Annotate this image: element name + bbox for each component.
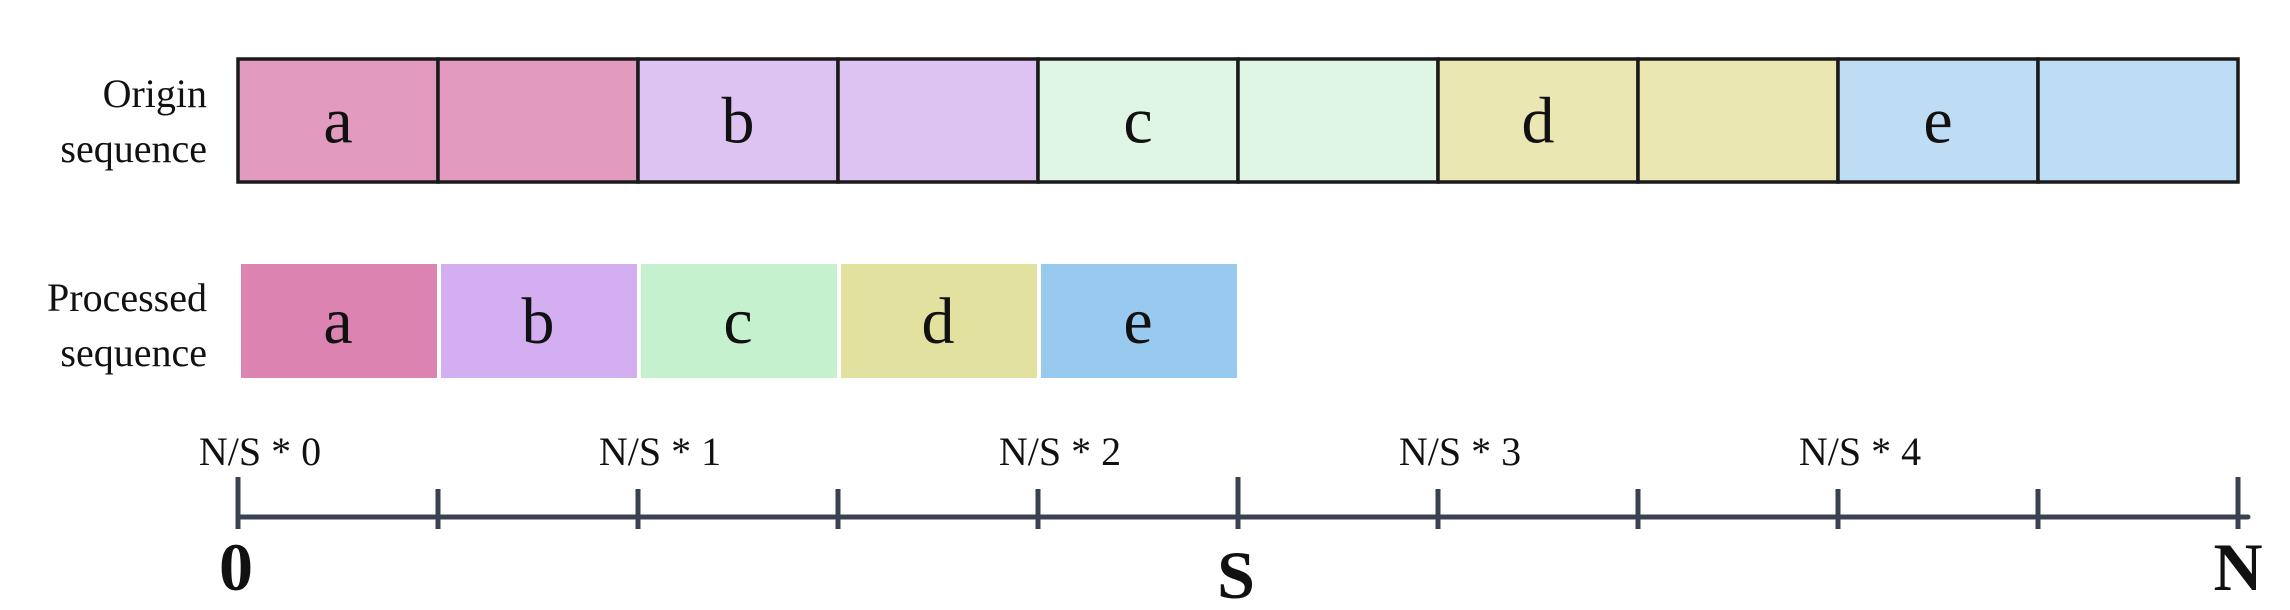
origin-cell <box>236 57 440 184</box>
processed-cell <box>241 264 437 378</box>
origin-label-line-1: Origin <box>103 71 207 116</box>
axis-marker-label: N/S * 1 <box>599 429 721 474</box>
axis-marker-labels: N/S * 0 N/S * 1 N/S * 2 N/S * 3 N/S * 4 <box>199 429 1921 474</box>
processed-cell-letter: a <box>323 285 352 358</box>
processed-cell <box>441 264 637 378</box>
axis-marker-label: N/S * 2 <box>999 429 1121 474</box>
axis-marker-label: N/S * 4 <box>1799 429 1921 474</box>
origin-cell <box>2036 57 2240 184</box>
processed-label-line-1: Processed <box>47 275 207 320</box>
origin-cell-letter: a <box>323 85 352 158</box>
origin-cell <box>1636 57 1840 184</box>
processed-cell-letter: e <box>1123 285 1152 358</box>
origin-label-line-2: sequence <box>60 126 207 171</box>
processed-label-line-2: sequence <box>60 330 207 375</box>
processed-cell-letter: c <box>723 285 752 358</box>
origin-cell <box>436 57 640 184</box>
processed-cell <box>641 264 837 378</box>
origin-sequence-label: Origin sequence <box>60 71 207 171</box>
origin-cell <box>636 57 840 184</box>
origin-cell-letter: d <box>1522 85 1555 158</box>
processed-cell <box>841 264 1037 378</box>
axis-mid-label: S <box>1217 537 1255 610</box>
origin-sequence-row: a b c d e <box>236 57 2240 184</box>
processed-sequence-label: Processed sequence <box>47 275 207 375</box>
axis-marker-label: N/S * 3 <box>1399 429 1521 474</box>
origin-cell-letter: e <box>1923 85 1952 158</box>
processed-sequence-row: a b c d e <box>241 264 1237 378</box>
processed-cell <box>1041 264 1237 378</box>
origin-cell-letter: c <box>1123 85 1152 158</box>
position-axis <box>235 477 2251 529</box>
origin-cell <box>1036 57 1240 184</box>
processed-cell-letter: d <box>922 285 955 358</box>
axis-marker-label: N/S * 0 <box>199 429 321 474</box>
axis-start-label: 0 <box>219 529 253 605</box>
processed-cell-letter: b <box>522 285 555 358</box>
origin-cell <box>1836 57 2040 184</box>
origin-cell <box>1236 57 1440 184</box>
origin-cell <box>836 57 1040 184</box>
axis-end-label: N <box>2213 529 2262 605</box>
origin-cell-letter: b <box>722 85 755 158</box>
